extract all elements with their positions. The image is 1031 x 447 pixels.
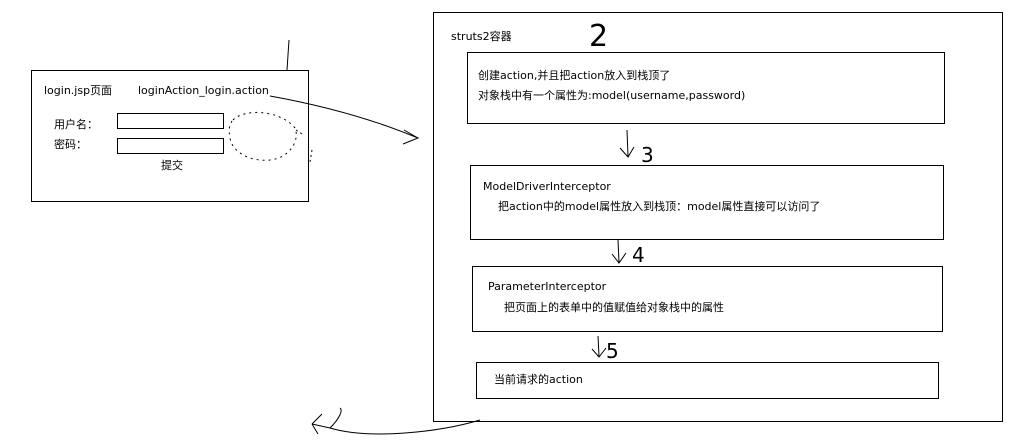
submit-button[interactable]: 提交 bbox=[161, 159, 183, 172]
username-label: 用户名： bbox=[54, 118, 98, 131]
container-title: struts2容器 bbox=[451, 30, 512, 43]
step-line-1: 当前请求的action bbox=[494, 373, 583, 386]
login-page-title: login.jsp页面 bbox=[44, 84, 113, 97]
login-page-panel: login.jsp页面 loginAction_login.action 用户名… bbox=[31, 70, 309, 202]
step-line-1: ModelDriverInterceptor bbox=[483, 180, 611, 193]
username-input[interactable] bbox=[117, 113, 224, 129]
step-create-action: 创建action,并且把action放入到栈顶了 对象栈中有一个属性为:mode… bbox=[467, 52, 945, 124]
ink-vertical-line bbox=[286, 39, 290, 71]
password-label: 密码： bbox=[54, 138, 87, 151]
step-current-action: 当前请求的action bbox=[476, 362, 939, 399]
step-parameter-interceptor: ParameterInterceptor 把页面上的表单中的值赋值给对象栈中的属… bbox=[472, 266, 943, 332]
step-line-2: 对象栈中有一个属性为:model(username,password) bbox=[478, 89, 746, 102]
step-line-1: 创建action,并且把action放入到栈顶了 bbox=[478, 69, 671, 82]
step-line-2: 把action中的model属性放入到栈顶：model属性直接可以访问了 bbox=[498, 200, 821, 213]
password-input[interactable] bbox=[117, 138, 224, 154]
step-line-2: 把页面上的表单中的值赋值给对象栈中的属性 bbox=[504, 301, 724, 314]
step-line-1: ParameterInterceptor bbox=[488, 280, 607, 293]
step-model-driver-interceptor: ModelDriverInterceptor 把action中的model属性放… bbox=[470, 165, 944, 240]
login-action-url: loginAction_login.action bbox=[138, 84, 269, 97]
